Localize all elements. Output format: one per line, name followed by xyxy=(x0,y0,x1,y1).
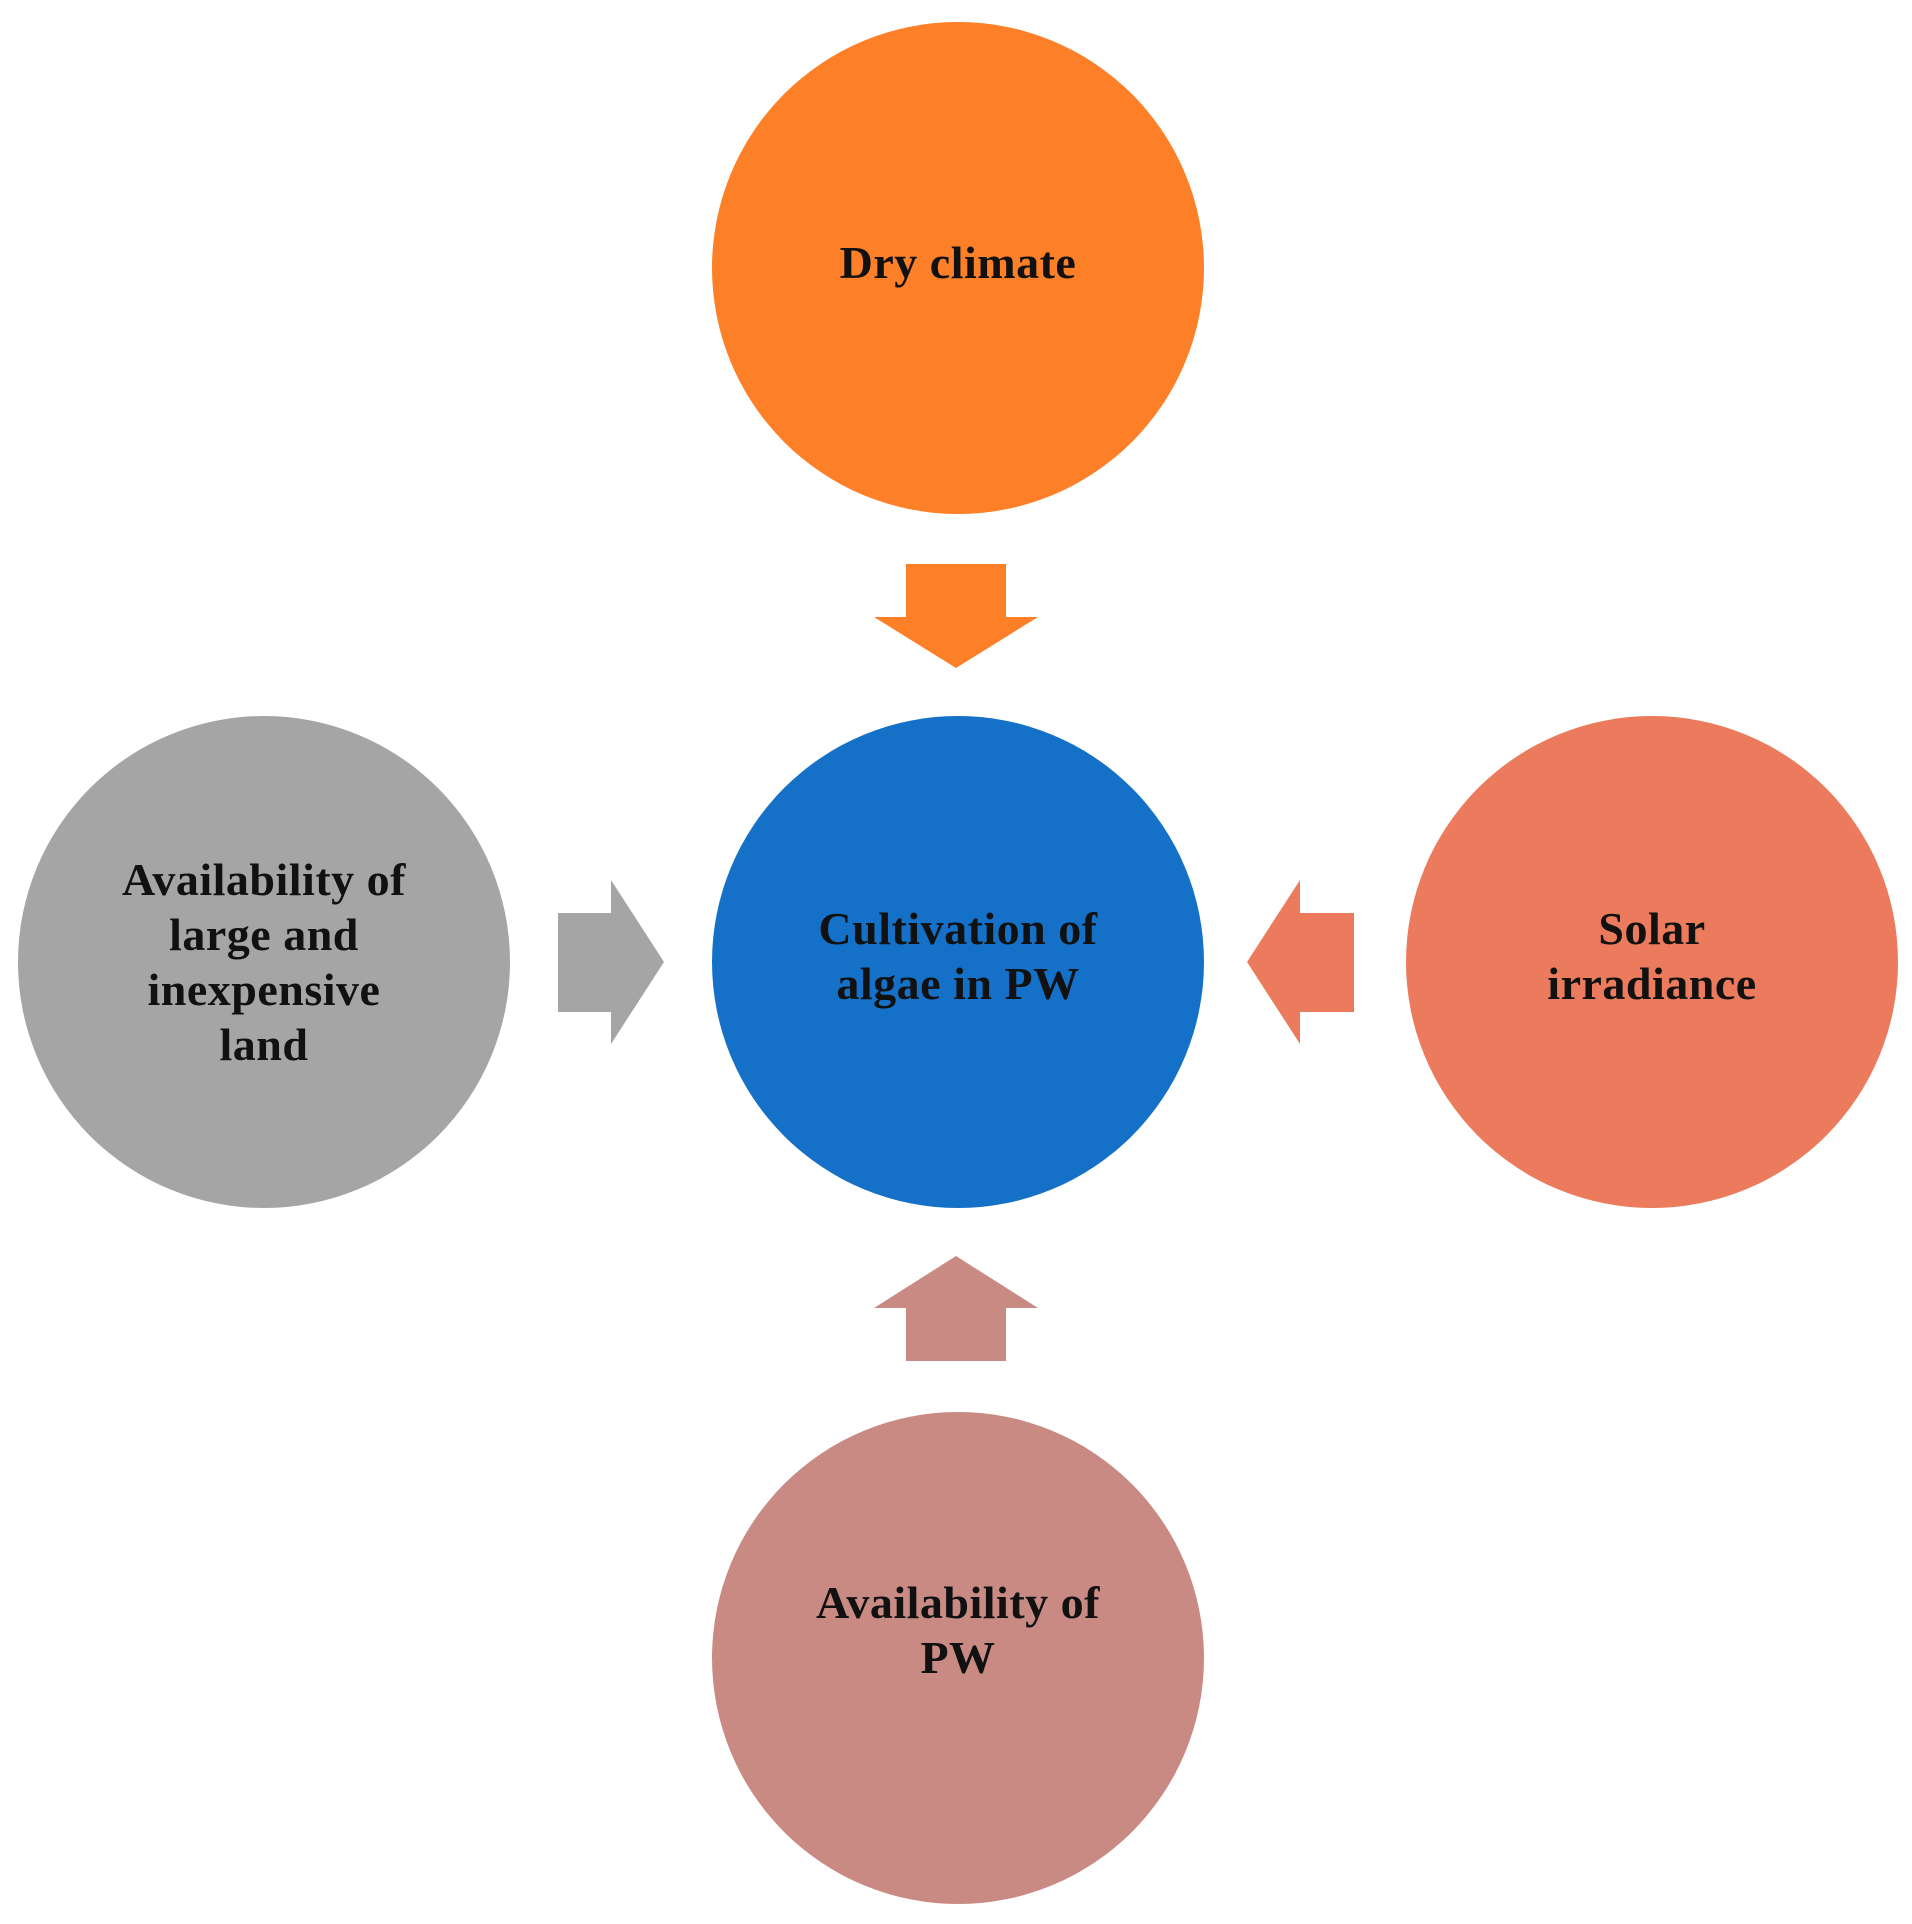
node-solar-irradiance-label: Solar irradiance xyxy=(1547,903,1757,1009)
arrow-from-right xyxy=(1247,880,1354,1044)
arrow-from-bottom xyxy=(874,1256,1038,1361)
node-land-availability-label: Availability of large and inexpensive la… xyxy=(122,854,406,1070)
node-solar-irradiance: Solar irradiance xyxy=(1406,716,1898,1208)
node-pw-availability-label: Availability of PW xyxy=(816,1577,1100,1683)
arrow-from-top xyxy=(874,564,1038,668)
node-cultivation-of-algae-label: Cultivation of algae in PW xyxy=(818,903,1098,1009)
node-dry-climate-label: Dry climate xyxy=(839,236,1077,288)
node-dry-climate: Dry climate xyxy=(712,22,1204,514)
arrow-from-left xyxy=(558,880,664,1044)
node-land-availability: Availability of large and inexpensive la… xyxy=(18,716,510,1208)
node-pw-availability: Availability of PW xyxy=(712,1412,1204,1904)
node-cultivation-of-algae: Cultivation of algae in PW xyxy=(712,716,1204,1208)
